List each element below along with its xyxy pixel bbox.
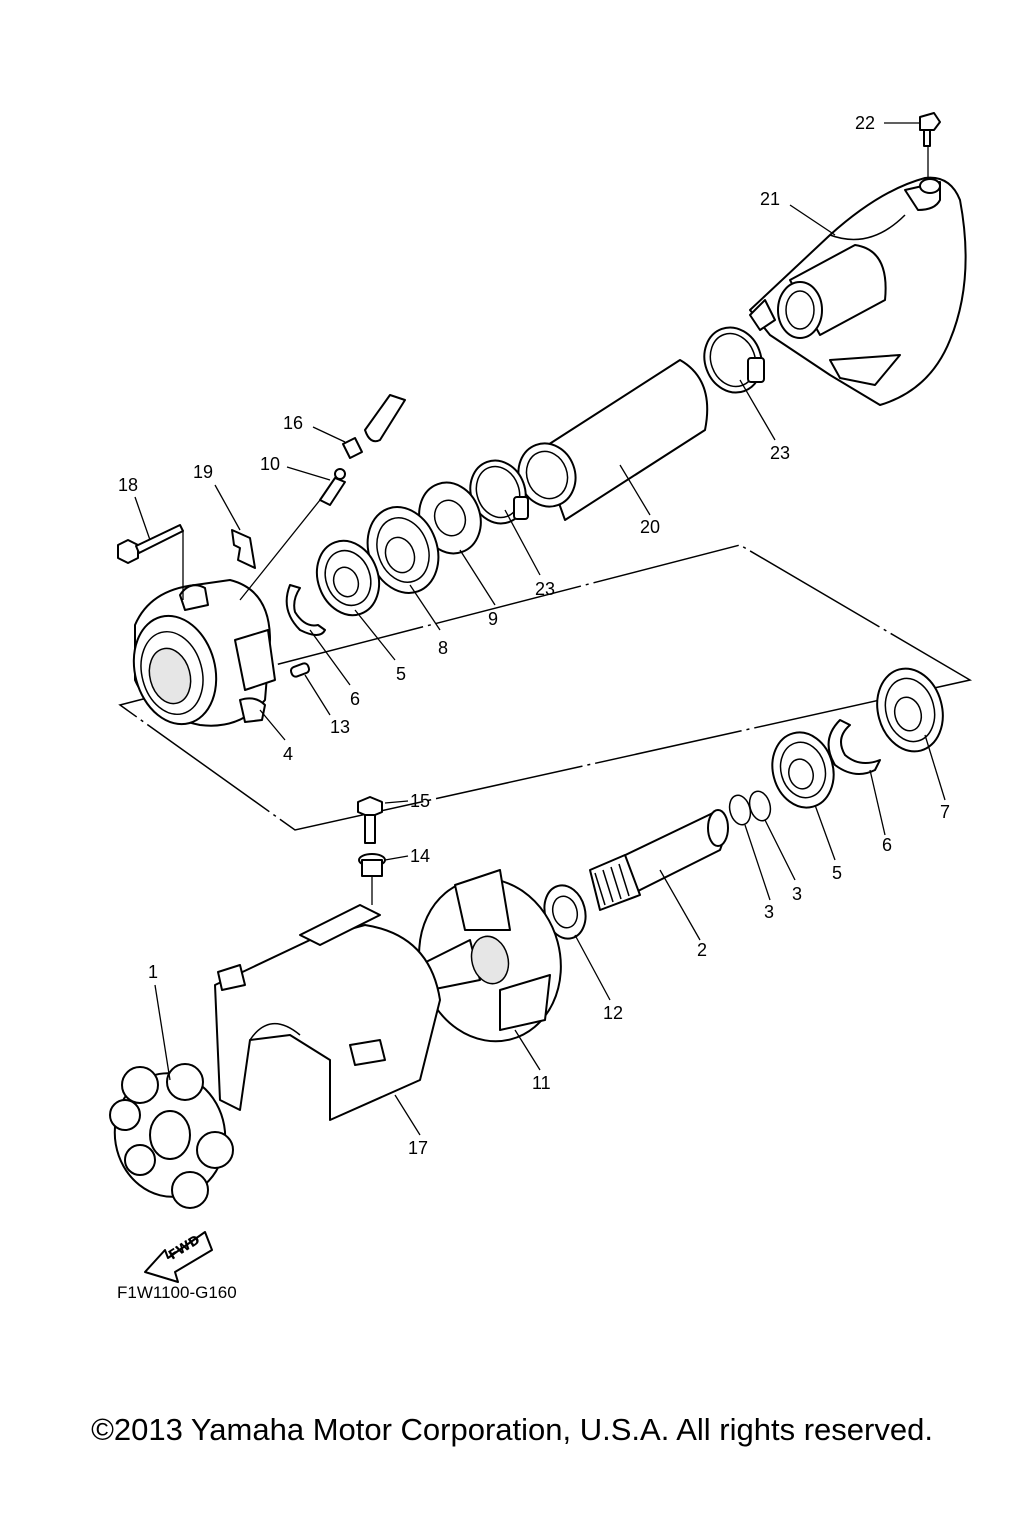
callout-14: 14 (410, 846, 430, 866)
hose-tube (364, 394, 406, 443)
callout-7: 7 (940, 802, 950, 822)
part-17-duct[interactable] (214, 904, 441, 1121)
part-21-nozzle[interactable] (749, 176, 967, 406)
callout-18: 18 (118, 475, 138, 495)
callout-8: 8 (438, 638, 448, 658)
part-18-bolt[interactable] (117, 524, 184, 564)
part-23-clamp-lower[interactable] (462, 453, 535, 532)
part-14-collar[interactable] (358, 853, 386, 877)
drawing-code: F1W1100-G160 (117, 1283, 237, 1302)
part-3-oring-b[interactable] (746, 789, 773, 823)
callout-15: 15 (410, 791, 430, 811)
part-20-hose[interactable] (510, 359, 709, 521)
callout-19: 19 (193, 462, 213, 482)
part-16-fitting[interactable] (342, 437, 363, 459)
assembly-frame (118, 544, 973, 831)
callout-1: 1 (148, 962, 158, 982)
callout-21: 21 (760, 189, 780, 209)
part-8-seal[interactable] (356, 497, 450, 603)
copyright-notice: ©2013 Yamaha Motor Corporation, U.S.A. A… (91, 1412, 933, 1447)
callout-9: 9 (488, 609, 498, 629)
part-15-bolt[interactable] (357, 796, 383, 844)
fwd-arrow-icon: FWD (144, 1231, 213, 1283)
callout-6-upper: 6 (350, 689, 360, 709)
part-7-bearing[interactable] (868, 661, 952, 759)
callout-5-upper: 5 (396, 664, 406, 684)
part-6-circlip-lower[interactable] (827, 719, 881, 775)
callout-3-right: 3 (792, 884, 802, 904)
callout-16: 16 (283, 413, 303, 433)
part-19-plate[interactable] (231, 529, 256, 569)
callout-3-left: 3 (764, 902, 774, 922)
part-1-damper[interactable] (105, 1063, 235, 1209)
callout-20: 20 (640, 517, 660, 537)
part-22-bolt[interactable] (919, 112, 941, 147)
callout-2: 2 (697, 940, 707, 960)
callout-23-lower: 23 (535, 579, 555, 599)
callout-4: 4 (283, 744, 293, 764)
callout-labels: 22 21 23 20 23 9 8 5 6 13 4 18 19 10 16 … (118, 113, 950, 1158)
part-13-pin[interactable] (289, 662, 311, 678)
part-3-oring-a[interactable] (726, 793, 753, 827)
part-5-bearing-upper[interactable] (307, 532, 389, 624)
part-4-housing[interactable] (122, 579, 276, 733)
callout-6-lower: 6 (882, 835, 892, 855)
part-5-bearing-lower[interactable] (764, 726, 842, 815)
callout-17: 17 (408, 1138, 428, 1158)
part-2-shaft[interactable] (589, 809, 729, 911)
callout-23-upper: 23 (770, 443, 790, 463)
callout-5-lower: 5 (832, 863, 842, 883)
callout-11: 11 (532, 1073, 551, 1093)
part-10-fitting[interactable] (319, 468, 346, 506)
part-11-impeller[interactable] (401, 863, 579, 1058)
leader-lines (134, 122, 946, 1136)
callout-10: 10 (260, 454, 280, 474)
callout-13: 13 (330, 717, 350, 737)
part-6-circlip-upper[interactable] (285, 584, 326, 636)
callout-12: 12 (603, 1003, 623, 1023)
part-23-clamp-upper[interactable] (695, 319, 770, 400)
callout-22: 22 (855, 113, 875, 133)
